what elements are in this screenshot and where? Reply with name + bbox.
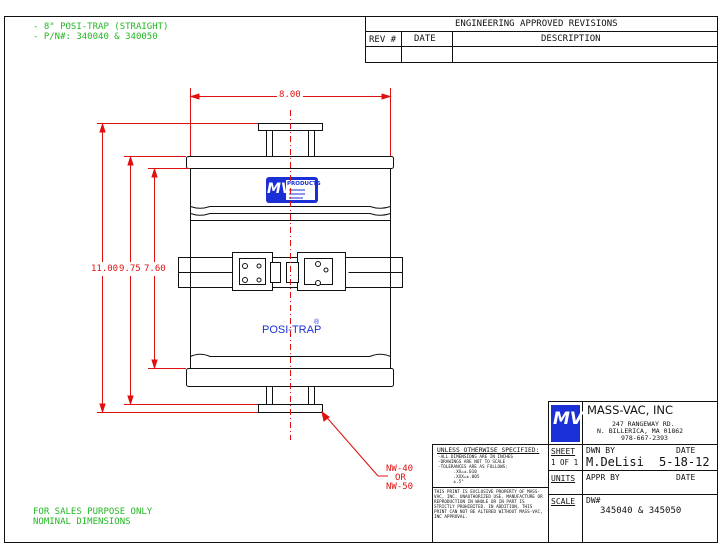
flange-nw50: NW-50 (386, 482, 414, 492)
drawn-date-label: DATE (676, 446, 696, 455)
company-address-1: 247 RANGEWAY RD. (612, 420, 675, 428)
mv-products-badge (266, 177, 318, 203)
sheet-label: SHEET (551, 447, 576, 456)
note-bottom-1: FOR SALES PURPOSE ONLY (33, 507, 153, 517)
clamp-latch-left (232, 252, 281, 291)
dim-width: 8.00 (279, 90, 301, 100)
drawing-number-value: 345040 & 345050 (600, 506, 682, 516)
mass-vac-logo-bg (551, 405, 580, 442)
drawn-by-value: M.DeLisi (586, 455, 644, 469)
dimension-lines (97, 88, 392, 477)
badge-mv: MV (267, 181, 292, 197)
unless-specified-heading: UNLESS OTHERWISE SPECIFIED: (437, 447, 540, 454)
sheet-border (4, 16, 718, 543)
company-address-2: N. BILLERICA, MA 01862 (597, 427, 684, 435)
badge-products: PRODUCTS (287, 181, 321, 187)
title-block-lines (432, 401, 718, 543)
clamp-latch-right (286, 252, 346, 291)
units-label: UNITS (551, 474, 576, 483)
property-notice: THIS PRINT IS EXCLUSIVE PROPERTY OF MASS… (434, 490, 546, 520)
revision-table-lines (365, 16, 718, 63)
dim-height-canister: 7.60 (144, 264, 166, 274)
tolerance-notes: -ALL DIMENSIONS ARE IN INCHES -DRAWINGS … (438, 455, 514, 485)
note-bottom-2: NOMINAL DIMENSIONS (33, 517, 131, 527)
dim-height-overall: 11.00 (91, 264, 119, 274)
flange-or: OR (395, 473, 406, 483)
approved-by-label: APPR BY (586, 473, 620, 482)
company-name: MASS-VAC, INC (587, 403, 674, 417)
title-block-logo: MV (553, 409, 584, 429)
drawing-number-label: DW# (586, 496, 601, 505)
posi-trap-body (178, 123, 403, 413)
approved-date-label: DATE (676, 473, 696, 482)
product-name: POSI-TRAP (262, 324, 322, 336)
scale-label: SCALE (551, 497, 576, 506)
revisions-col-description: DESCRIPTION (541, 34, 601, 44)
revisions-col-date: DATE (414, 34, 436, 44)
revisions-col-rev: REV # (369, 35, 397, 45)
note-line-1: - 8" POSI-TRAP (STRAIGHT) (33, 22, 169, 32)
dim-height-caps: 9.75 (119, 264, 141, 274)
company-phone: 978-667-2393 (621, 434, 668, 442)
sheet-value: 1 OF 1 (551, 458, 579, 467)
product-registered-mark: ® (314, 319, 320, 326)
note-line-2: - P/N#: 340040 & 340050 (33, 32, 158, 42)
drawn-date-value: 5-18-12 (659, 455, 710, 469)
flange-nw40: NW-40 (386, 464, 414, 474)
drawn-by-label: DWN BY (586, 446, 615, 455)
revisions-title: ENGINEERING APPROVED REVISIONS (455, 19, 618, 29)
